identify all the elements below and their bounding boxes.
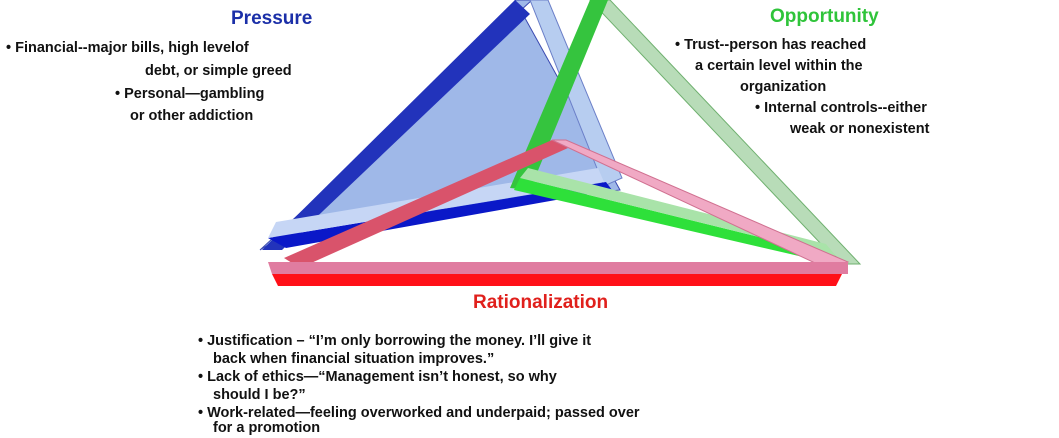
opportunity-line-1: • Trust--person has reached — [675, 37, 867, 53]
rationalization-line-6: for a promotion — [213, 420, 321, 436]
opportunity-line-4: • Internal controls--either — [755, 100, 927, 116]
rationalization-line-2: back when financial situation improves.” — [213, 351, 495, 367]
rationalization-line-4: should I be?” — [213, 387, 306, 403]
rationalization-line-1: • Justification – “I’m only borrowing th… — [198, 333, 592, 349]
opportunity-line-2: a certain level within the — [695, 58, 863, 74]
pressure-line-1: • Financial--major bills, high levelof — [6, 40, 249, 56]
opportunity-title: Opportunity — [770, 6, 879, 27]
opportunity-line-3: organization — [740, 79, 827, 95]
pressure-title: Pressure — [231, 8, 313, 29]
pressure-line-4: or other addiction — [130, 108, 254, 124]
rationalization-line-3: • Lack of ethics—“Management isn’t hones… — [198, 369, 557, 385]
rationalization-triangle — [268, 139, 850, 286]
opportunity-line-5: weak or nonexistent — [790, 121, 930, 137]
rationalization-title: Rationalization — [473, 292, 609, 313]
pressure-line-3: • Personal—gambling — [115, 86, 265, 102]
pressure-line-2: debt, or simple greed — [145, 63, 292, 79]
pressure-triangle — [259, 0, 623, 251]
rationalization-line-5: • Work-related—feeling overworked and un… — [198, 405, 640, 421]
